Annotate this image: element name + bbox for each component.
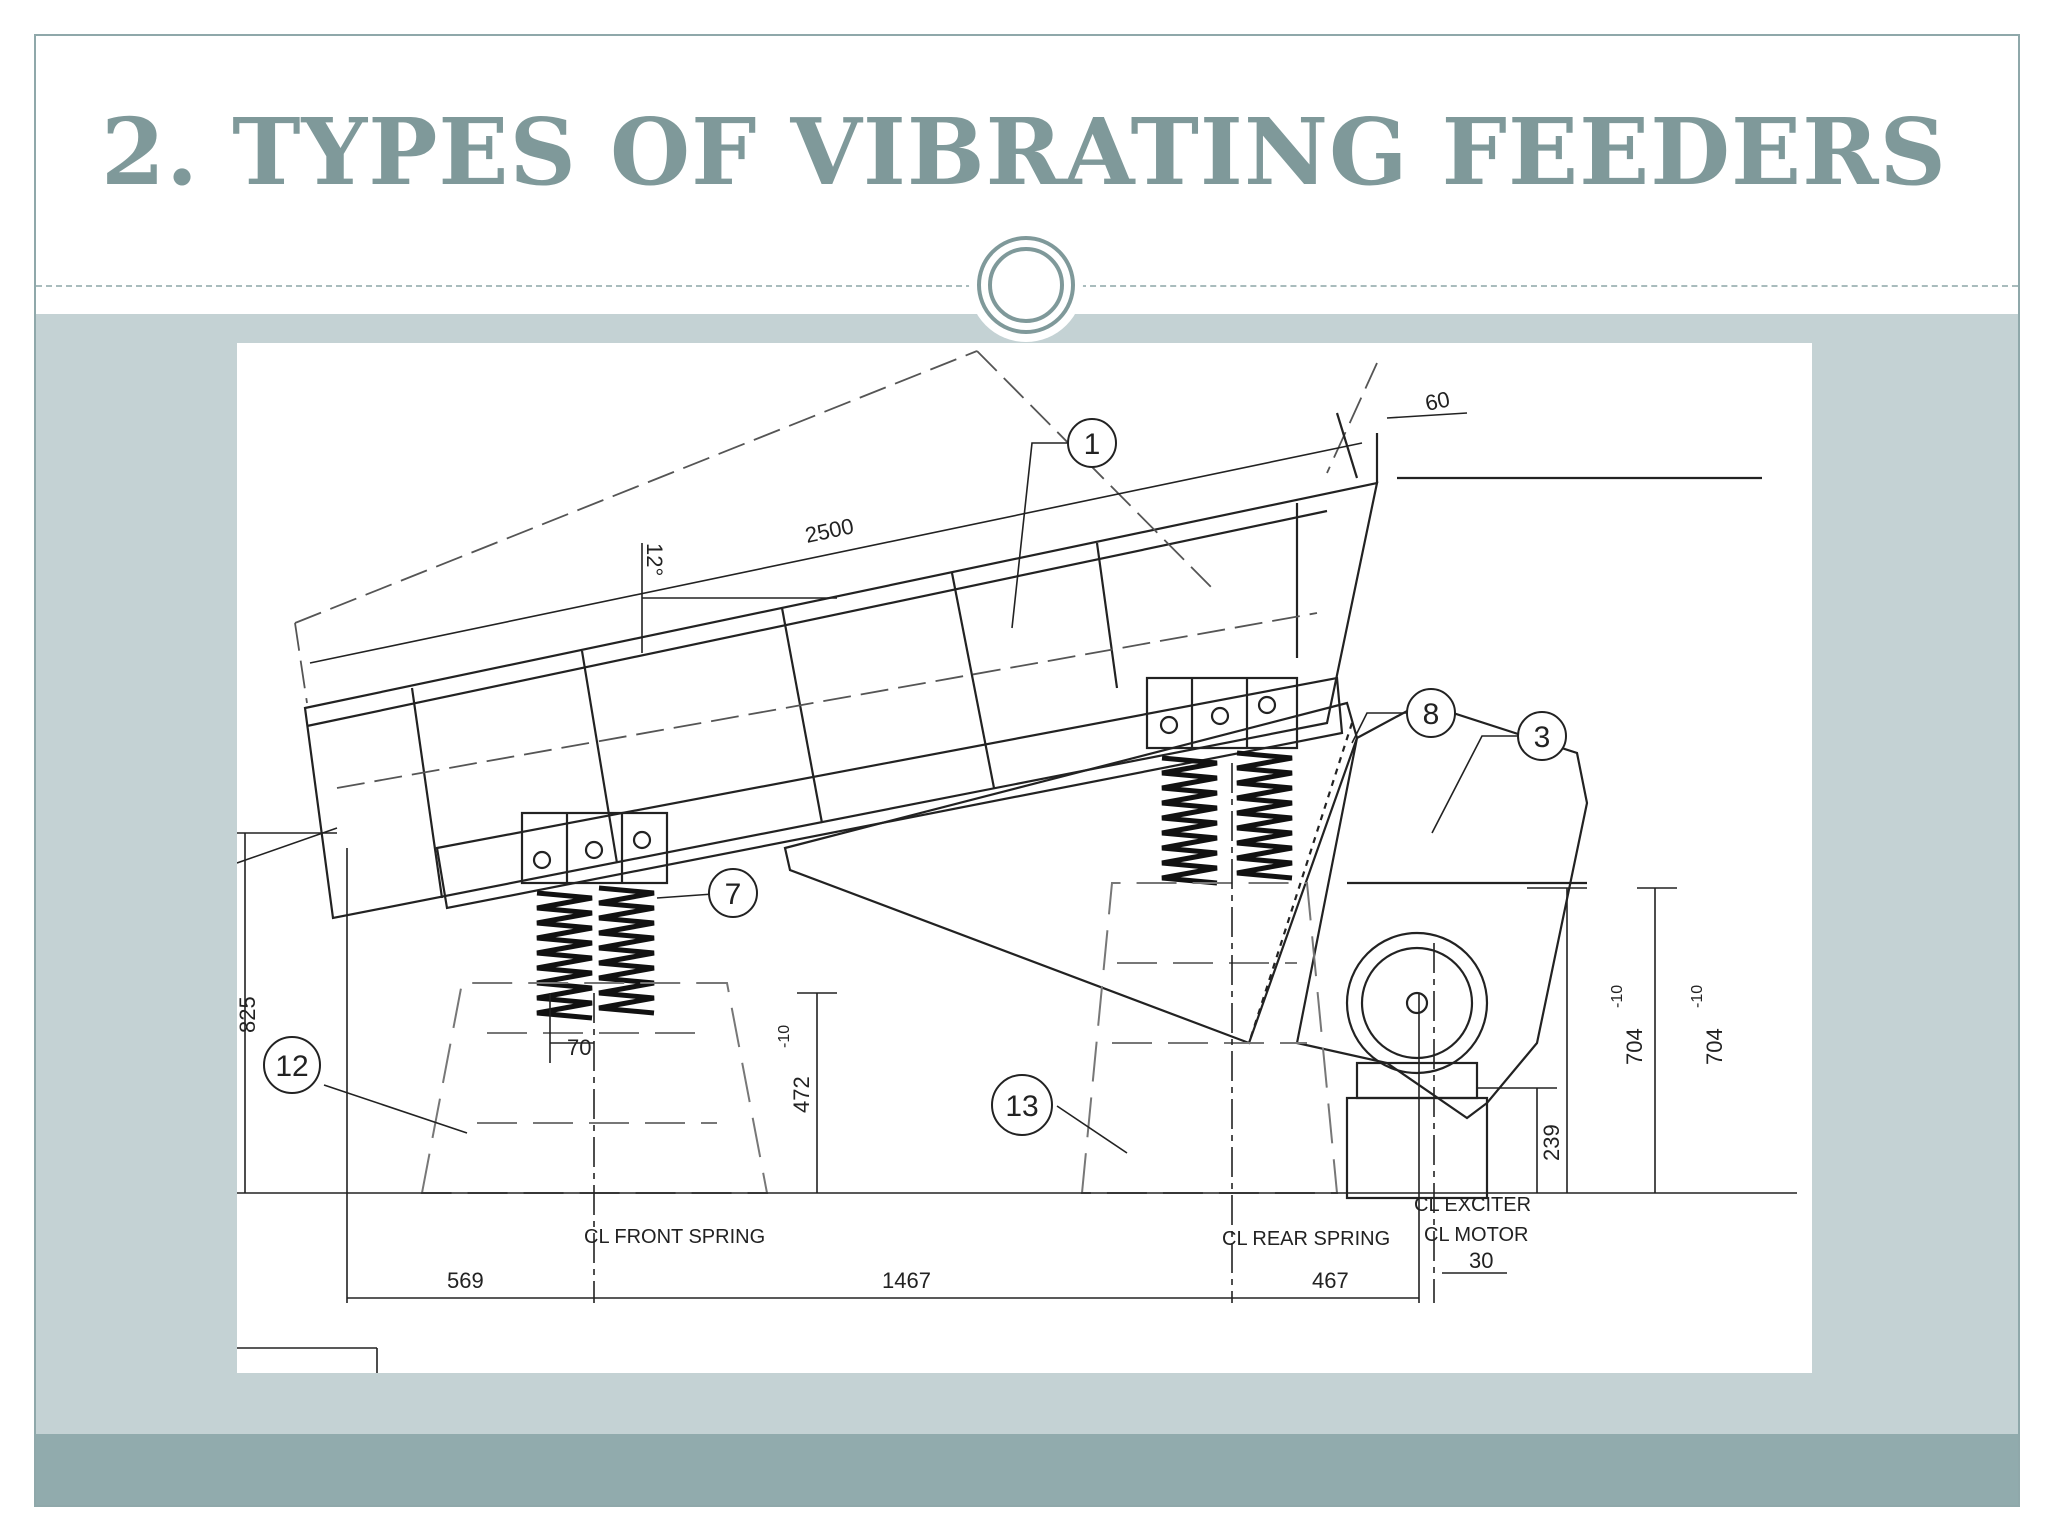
callout-8	[1406, 688, 1456, 738]
dim-472-label: 472	[789, 1076, 814, 1113]
dim-angle-label: 12°	[642, 543, 667, 576]
dim-30-label: 30	[1469, 1248, 1493, 1273]
dim-1467-label: 1467	[882, 1268, 931, 1293]
rear-spring-bracket	[1145, 676, 1299, 750]
callout-13	[991, 1074, 1053, 1136]
exciter-housing	[1295, 701, 1589, 1120]
dim-472-tol-label: -10	[776, 1025, 793, 1048]
dim-2500-label: 2500	[803, 513, 856, 548]
callout-8-label: 8	[1423, 698, 1440, 731]
dim-569-label: 569	[447, 1268, 484, 1293]
callout-3	[1517, 711, 1567, 761]
callout-1	[1067, 418, 1117, 468]
vibrating-feeder-drawing: 1 8 3 7 12 13 2500 12° 60 70 472 -10 239…	[237, 343, 1812, 1373]
dim-467-label: 467	[1312, 1268, 1349, 1293]
dim-60-label: 60	[1423, 386, 1452, 416]
footer-band	[36, 1434, 2018, 1505]
callout-12	[263, 1036, 321, 1094]
front-spring-bracket	[520, 811, 669, 885]
tray-top-edge	[306, 509, 1328, 728]
callout-13-label: 13	[1005, 1090, 1038, 1123]
cl-motor-label: CL MOTOR	[1424, 1224, 1528, 1246]
callout-1-label: 1	[1084, 428, 1101, 461]
dim-704b-tol-label: -10	[1689, 985, 1706, 1008]
title-divider-left	[36, 285, 972, 287]
tray-lower-flange	[435, 676, 1344, 910]
tray-length-dimension	[309, 442, 1363, 664]
dim-704a-tol-label: -10	[1609, 985, 1626, 1008]
divider-circle-ring-outer	[977, 236, 1075, 334]
cl-exciter-label: CL EXCITER	[1414, 1194, 1531, 1216]
dim-704a-label: 704	[1622, 1028, 1647, 1065]
dim-704b-label: 704	[1702, 1028, 1727, 1065]
callout-3-label: 3	[1534, 721, 1551, 754]
motor-body	[1345, 931, 1489, 1075]
dim-239-label: 239	[1539, 1124, 1564, 1161]
slide-title: 2. TYPES OF VIBRATING FEEDERS	[101, 98, 1947, 206]
cl-rear-spring-label: CL REAR SPRING	[1222, 1228, 1390, 1250]
callout-12-label: 12	[275, 1050, 308, 1083]
title-divider-right	[1080, 285, 2018, 287]
dim-825-label: 825	[237, 996, 260, 1033]
feeder-technical-drawing: 1 8 3 7 12 13 2500 12° 60 70 472 -10 239…	[237, 350, 1797, 1373]
rear-springs	[1161, 750, 1293, 886]
callout-7	[708, 868, 758, 918]
discharge-chute	[783, 701, 1359, 1045]
callout-7-label: 7	[725, 878, 742, 911]
cl-front-spring-label: CL FRONT SPRING	[584, 1226, 765, 1248]
divider-circle-ring-inner	[988, 247, 1064, 323]
front-springs	[536, 885, 655, 1021]
dim-70-label: 70	[567, 1035, 591, 1060]
